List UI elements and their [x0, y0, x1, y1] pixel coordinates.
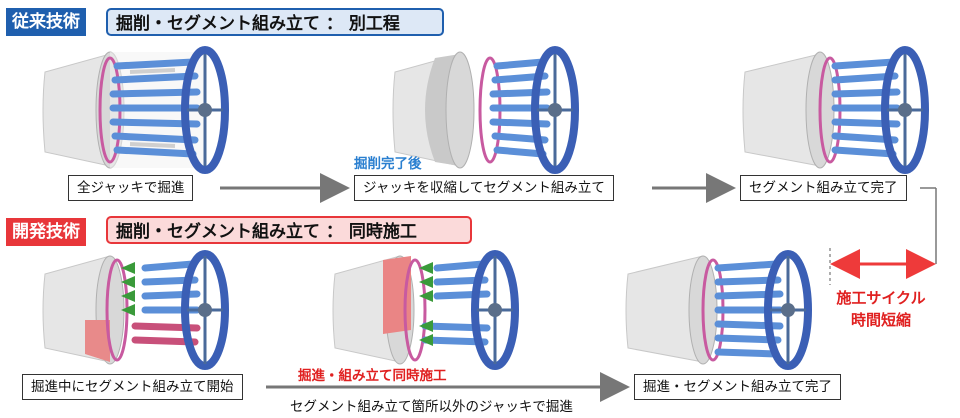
tbm-illustration-developed-2 [332, 250, 519, 370]
developed-note-bottom: セグメント組み立て箇所以外のジャッキで掘進 [290, 399, 573, 415]
conventional-step-3: セグメント組み立て完了 [740, 175, 907, 201]
cycle-label-line-1: 施工サイクル [836, 289, 926, 307]
conventional-tag: 従来技術 [6, 8, 86, 36]
developed-note-top: 掘進・組み立て同時施工 [298, 368, 447, 384]
cycle-label-line-2: 時間短縮 [850, 311, 911, 329]
conventional-note: 掘削完了後 [354, 156, 422, 172]
conventional-step-1: 全ジャッキで掘進 [68, 175, 194, 201]
developed-tag: 開発技術 [6, 218, 86, 246]
conventional-step-2: ジャッキを収縮してセグメント組み立て [354, 175, 614, 201]
developed-step-1: 掘進中にセグメント組み立て開始 [22, 374, 243, 400]
developed-step-2: 掘進・セグメント組み立て完了 [634, 374, 841, 400]
tbm-illustration-conventional-1 [42, 46, 229, 174]
cycle-time-reduction-label: 施工サイクル 時間短縮 [836, 287, 926, 331]
tbm-illustration-developed-1 [42, 250, 229, 370]
tbm-illustration-conventional-3 [742, 46, 929, 174]
conventional-title: 掘削・セグメント組み立て ： 別工程 [106, 8, 444, 36]
tbm-illustration-conventional-2 [392, 46, 579, 174]
tbm-illustration-developed-3 [625, 250, 812, 370]
developed-title: 掘削・セグメント組み立て ： 同時施工 [106, 216, 472, 244]
